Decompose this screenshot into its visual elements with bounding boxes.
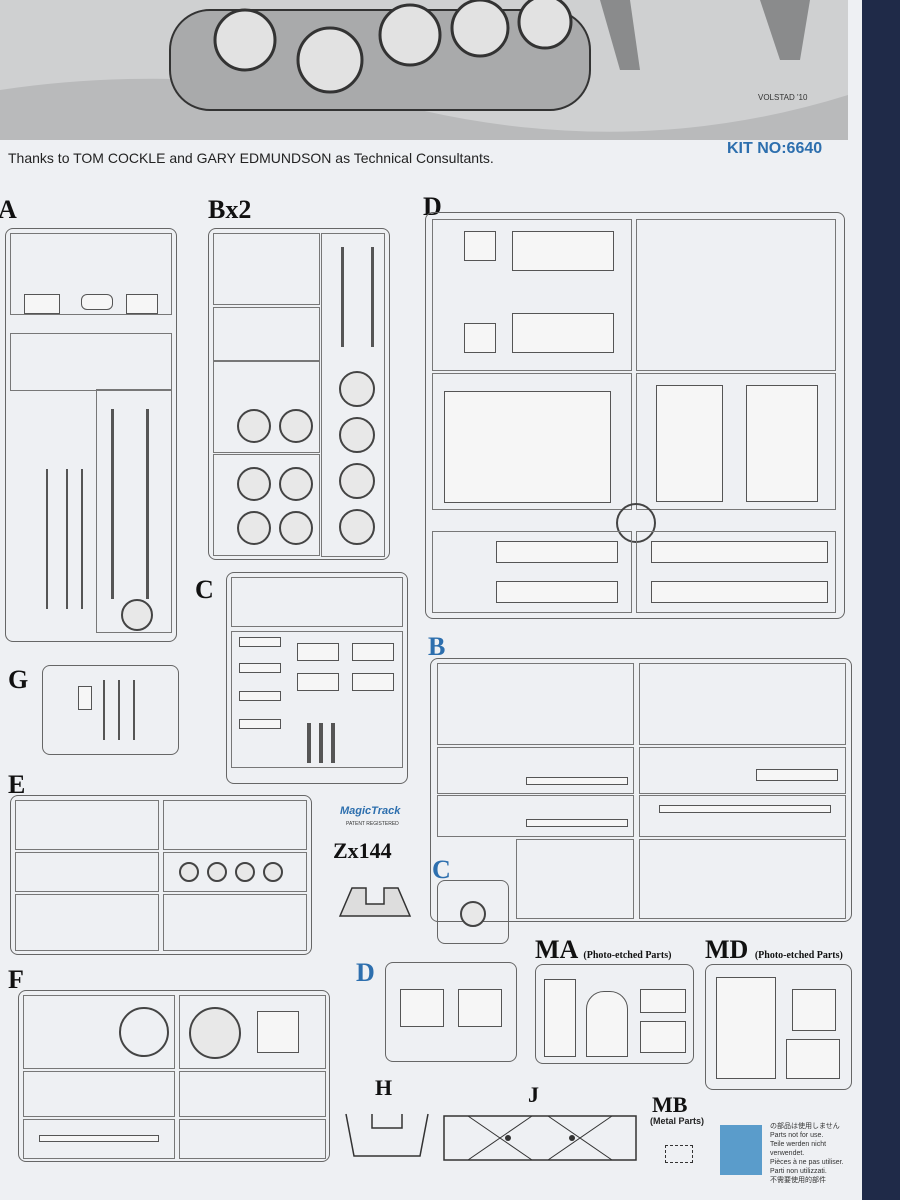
sprue-f: [18, 990, 330, 1162]
sprue-a: [5, 228, 177, 642]
sprue-label-b: B: [428, 632, 446, 661]
sprue-label-j: J: [528, 1082, 539, 1107]
legend-line: Pièces à ne pas utiliser.: [770, 1159, 844, 1166]
artist-signature: VOLSTAD '10: [758, 93, 808, 102]
sprue-label-h: H: [375, 1075, 393, 1100]
legend-line: Teile werden nicht verwendet.: [770, 1141, 827, 1157]
photo-etch-fret-ma: [535, 964, 694, 1064]
legend-line: Parti non utilizzati.: [770, 1168, 827, 1175]
unused-parts-marker: [720, 1125, 762, 1175]
sprue-b: [430, 658, 852, 922]
track-link-drawing: [338, 887, 412, 917]
magic-track-logo: MagicTrack: [340, 805, 401, 817]
credits-line: Thanks to TOM COCKLE and GARY EDMUNDSON …: [8, 150, 494, 166]
unused-parts-legend: の部品は使用しません Parts not for use. Teile werd…: [770, 1122, 860, 1185]
metal-part-mb: [665, 1145, 693, 1163]
sprue-label-d-blue: D: [356, 958, 375, 987]
md-note: (Photo-etched Parts): [754, 950, 843, 961]
sprue-label-ma: MA (Photo-etched Parts): [535, 935, 672, 964]
legend-line: 不需要使用的部件: [770, 1177, 826, 1184]
patent-note: PATENT REGISTERED: [346, 821, 399, 827]
sprue-label-md: MD (Photo-etched Parts): [705, 935, 843, 964]
instruction-sheet: VOLSTAD '10 Thanks to TOM COCKLE and GAR…: [0, 0, 862, 1200]
sprue-d: [425, 212, 845, 619]
sprue-d-unused: [385, 962, 517, 1062]
sprue-label-a: A: [0, 195, 17, 224]
part-j: [443, 1115, 637, 1161]
sprue-bx2: [208, 228, 390, 560]
sprue-c-unused: [437, 880, 509, 944]
kit-number: KIT NO:6640: [727, 140, 823, 157]
sprue-label-bx2: Bx2: [208, 195, 252, 224]
part-h: [345, 1113, 429, 1157]
vehicle-illustration: VOLSTAD '10: [0, 0, 848, 140]
sprue-label-f: F: [8, 965, 24, 994]
legend-line: Parts not for use.: [770, 1132, 824, 1139]
ma-note: (Photo-etched Parts): [583, 950, 672, 961]
sprue-g: [42, 665, 179, 755]
sprue-label-e: E: [8, 770, 26, 799]
sprue-label-g: G: [8, 665, 29, 694]
sprue-label-c: C: [195, 575, 214, 604]
sprue-label-mb: MB: [652, 1092, 688, 1117]
legend-line: の部品は使用しません: [770, 1123, 840, 1130]
photo-etch-fret-md: [705, 964, 852, 1090]
track-code: Zx144: [333, 838, 392, 863]
sprue-c: [226, 572, 408, 784]
sprue-e: [10, 795, 312, 955]
halftrack-drawing: VOLSTAD '10: [0, 0, 848, 140]
sprue-label-c-blue: C: [432, 855, 451, 884]
mb-note: (Metal Parts): [650, 1116, 705, 1126]
